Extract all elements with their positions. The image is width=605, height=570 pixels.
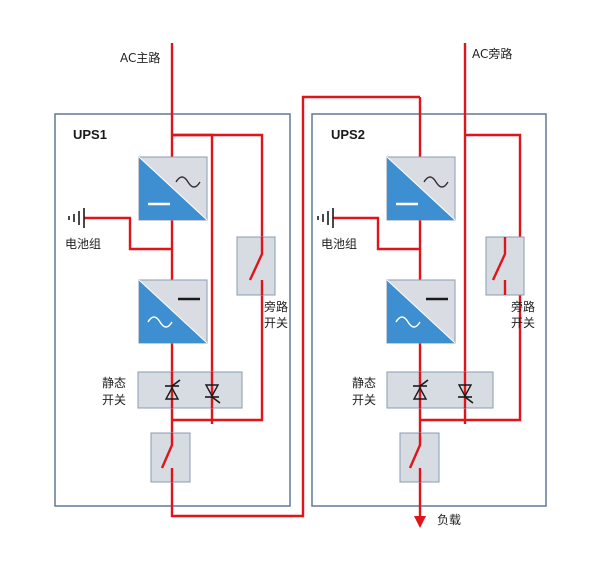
ups1-inverter — [138, 279, 208, 344]
ups1-output-switch — [150, 432, 191, 483]
ups1-bypass-switch — [236, 236, 276, 296]
ups2-title: UPS2 — [331, 127, 365, 142]
thyristor-down-icon — [204, 384, 220, 398]
thyristor-up-icon — [164, 386, 180, 400]
ups1-static-switch — [137, 371, 243, 409]
ups1-battery-label: 电池组 — [65, 237, 101, 251]
ups2-static-switch — [386, 371, 494, 409]
ac-main-label: AC主路 — [120, 50, 160, 65]
ups1-static-label-2: 开关 — [102, 393, 126, 407]
ups1-bypass-label-1: 旁路 — [264, 299, 288, 314]
ups1-title: UPS1 — [73, 127, 107, 142]
thyristor-down-icon — [457, 384, 473, 398]
ups2-bypass-label-2: 开关 — [511, 316, 535, 330]
ups2-static-label-2: 开关 — [352, 393, 376, 407]
ups1-bypass-label-2: 开关 — [264, 316, 288, 330]
ac-sine-icon — [147, 316, 173, 328]
ups1-rectifier — [138, 156, 208, 221]
ups2-inverter — [386, 279, 456, 344]
ac-sine-icon — [175, 176, 201, 188]
ups2-bypass-label-1: 旁路 — [511, 299, 535, 314]
ups2-frame — [311, 113, 547, 507]
ups2-static-label-1: 静态 — [352, 376, 376, 390]
ups1-static-label-1: 静态 — [102, 376, 126, 390]
thyristor-up-icon — [412, 386, 428, 400]
ups2-battery-icon — [317, 208, 334, 228]
load-label: 负载 — [437, 513, 461, 527]
ups2-battery-label: 电池组 — [321, 237, 357, 251]
ac-sine-icon — [395, 316, 421, 328]
ac-bypass-label: AC旁路 — [472, 46, 512, 61]
ac-sine-icon — [423, 176, 449, 188]
ups2-bypass-switch — [485, 236, 525, 296]
ups1-battery-icon — [68, 208, 85, 228]
ups2-output-switch — [399, 432, 440, 483]
ups2-rectifier — [386, 156, 456, 221]
